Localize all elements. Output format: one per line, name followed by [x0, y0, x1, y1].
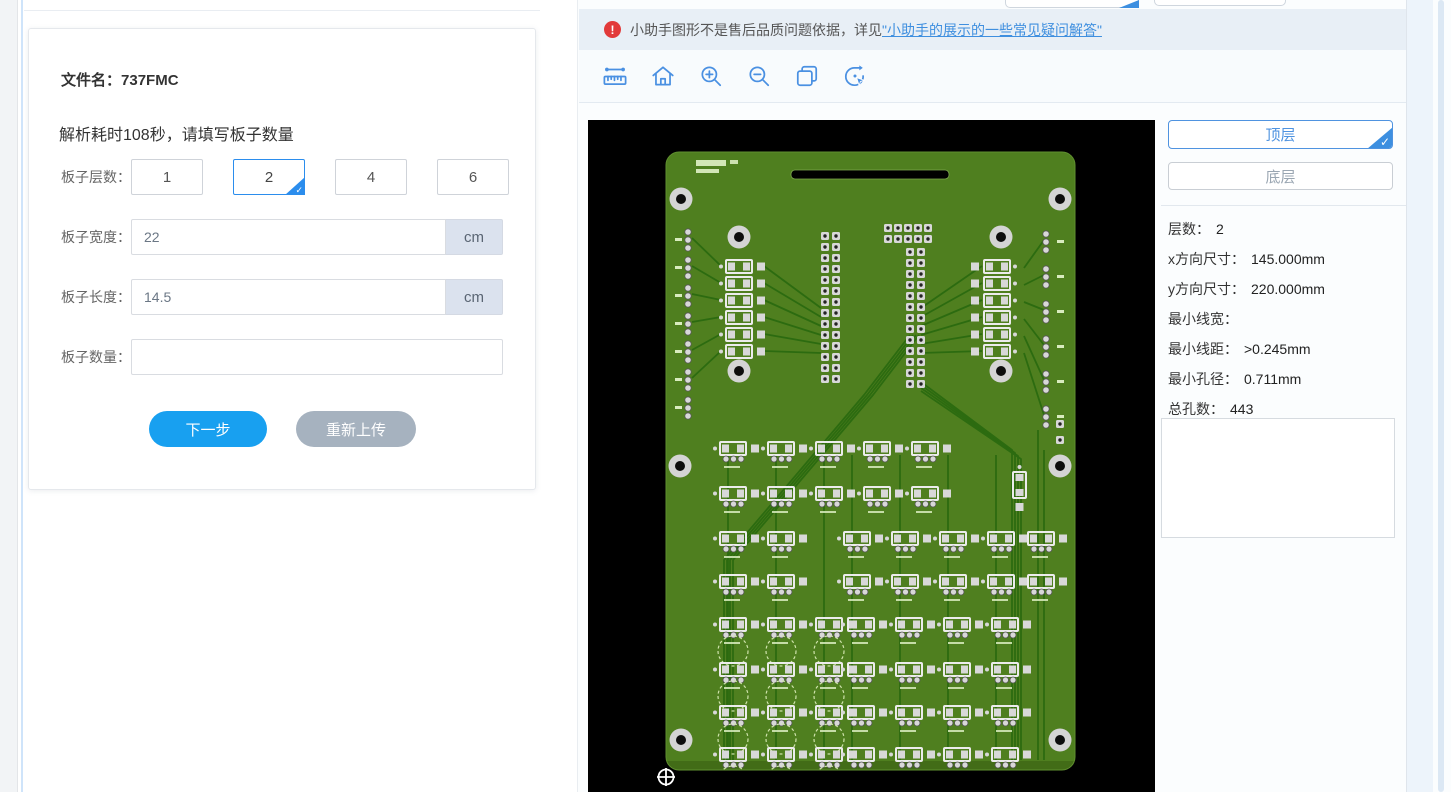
- width-input[interactable]: [131, 219, 446, 255]
- selected-corner: [1119, 0, 1139, 8]
- layers-label: 板子层数：: [61, 169, 131, 185]
- collapsed-left-rail: [0, 0, 18, 792]
- left-panel-top-border: [24, 10, 540, 11]
- stat-total-holes: 总孔数：443: [1168, 401, 1254, 417]
- page-scrollbar[interactable]: [1438, 0, 1444, 792]
- warning-icon: !: [604, 21, 621, 38]
- length-unit: cm: [446, 279, 503, 315]
- next-step-button[interactable]: 下一步: [149, 411, 267, 447]
- stat-y-size: y方向尺寸：220.000mm: [1168, 281, 1325, 297]
- notes-box: [1161, 418, 1395, 538]
- layer-option-2-selected[interactable]: 2 ✓: [233, 159, 305, 195]
- width-row: 板子宽度： cm: [61, 219, 503, 255]
- quantity-label: 板子数量：: [61, 349, 131, 365]
- quantity-input[interactable]: [131, 339, 503, 375]
- measure-icon[interactable]: [602, 63, 628, 89]
- file-name-label: 文件名：: [61, 72, 122, 89]
- board-stats: 层数：2 x方向尺寸：145.000mm y方向尺寸：220.000mm 最小线…: [1168, 214, 1403, 424]
- check-icon: ✓: [295, 185, 303, 195]
- stat-layers: 层数：2: [1168, 221, 1224, 237]
- selected-corner: [285, 177, 305, 195]
- file-name-row: 文件名：737FMC: [61, 69, 179, 90]
- stat-min-trace-width: 最小线宽：: [1168, 311, 1238, 327]
- pcb-viewer-panel: ! 小助手图形不是售后品质问题依据，详见"小助手的展示的一些常见疑问解答": [577, 0, 1451, 792]
- rotate-select-icon[interactable]: [842, 63, 868, 89]
- check-icon: ✓: [1379, 135, 1390, 149]
- left-accent-line: [21, 0, 23, 792]
- width-unit: cm: [446, 219, 503, 255]
- reupload-button[interactable]: 重新上传: [296, 411, 416, 447]
- stat-min-trace-spacing: 最小线距：>0.245mm: [1168, 341, 1311, 357]
- zoom-out-icon[interactable]: [746, 63, 772, 89]
- parse-hint: 解析耗时108秒，请填写板子数量: [59, 127, 294, 144]
- home-icon[interactable]: [650, 63, 676, 89]
- stat-x-size: x方向尺寸：145.000mm: [1168, 251, 1325, 267]
- page-gutter: [1407, 0, 1433, 792]
- sidebar-divider: [1161, 205, 1406, 206]
- viewer-toolbar: [579, 50, 1406, 103]
- notice-bar: ! 小助手图形不是售后品质问题依据，详见"小助手的展示的一些常见疑问解答": [579, 9, 1406, 50]
- zoom-in-icon[interactable]: [698, 63, 724, 89]
- cutoff-button-selected[interactable]: [1005, 0, 1139, 8]
- layer-option-6[interactable]: 6: [437, 159, 509, 195]
- width-label: 板子宽度：: [61, 229, 131, 245]
- file-name-value: 737FMC: [121, 72, 179, 89]
- stat-min-hole-size: 最小孔径：0.711mm: [1168, 371, 1302, 387]
- layer-option-4[interactable]: 4: [335, 159, 407, 195]
- pcb-preview-canvas[interactable]: [588, 120, 1155, 792]
- board-info-card: 文件名：737FMC 解析耗时108秒，请填写板子数量 板子层数： 1 2 ✓ …: [28, 28, 536, 490]
- length-input[interactable]: [131, 279, 446, 315]
- layers-row: 板子层数： 1 2 ✓ 4 6: [61, 159, 539, 195]
- length-row: 板子长度： cm: [61, 279, 503, 315]
- faq-link[interactable]: "小助手的展示的一些常见疑问解答": [882, 21, 1102, 38]
- selected-corner: [1367, 127, 1392, 148]
- panel-right-divider: [1406, 0, 1407, 792]
- bottom-layer-button[interactable]: 底层: [1168, 162, 1393, 190]
- cutoff-button[interactable]: [1154, 0, 1286, 6]
- length-label: 板子长度：: [61, 289, 131, 305]
- quantity-row: 板子数量：: [61, 339, 503, 375]
- layers-icon[interactable]: [794, 63, 820, 89]
- layer-option-1[interactable]: 1: [131, 159, 203, 195]
- notice-text: 小助手图形不是售后品质问题依据，详见"小助手的展示的一些常见疑问解答": [630, 21, 1102, 38]
- pcb-board-rendering: [657, 151, 1076, 786]
- top-layer-button[interactable]: 顶层 ✓: [1168, 120, 1393, 149]
